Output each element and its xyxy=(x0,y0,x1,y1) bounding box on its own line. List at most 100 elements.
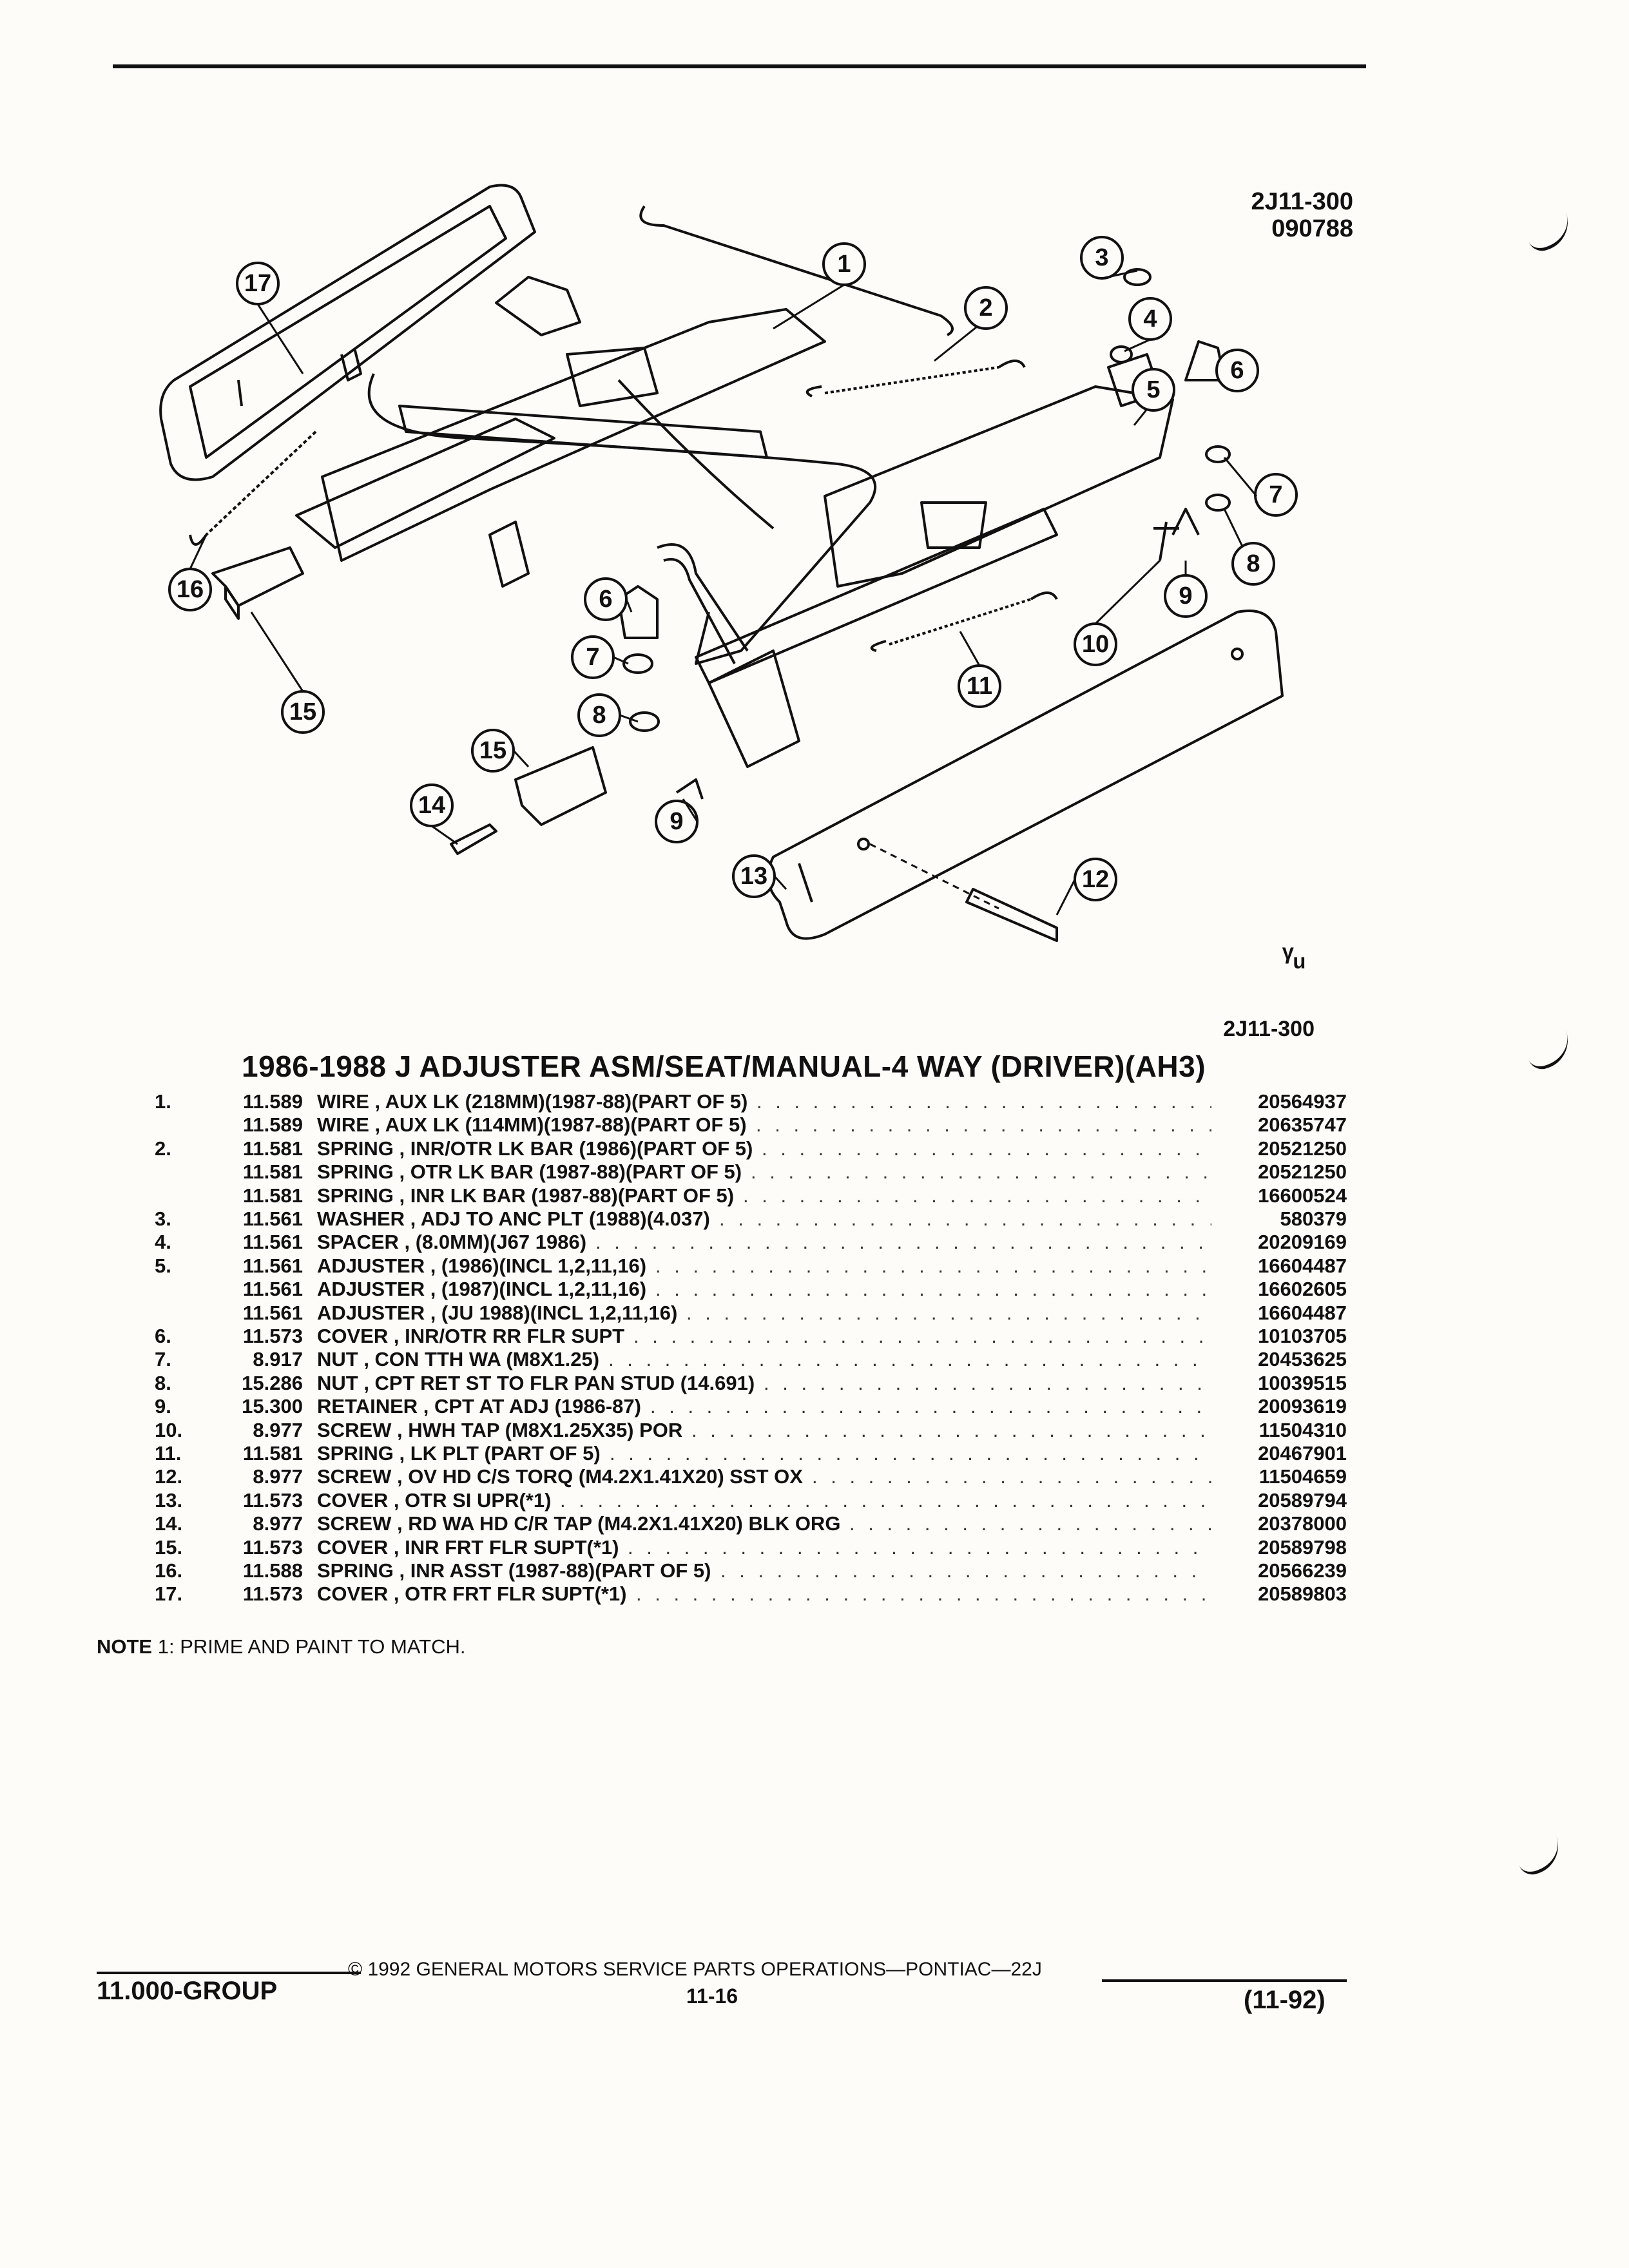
part-number: 20521250 xyxy=(1258,1137,1347,1160)
group-number: 11.573 xyxy=(242,1582,303,1606)
margin-mark xyxy=(1523,1030,1576,1073)
small-hardware-right xyxy=(1110,268,1231,561)
part-description: ADJUSTER , (1987)(INCL 1,2,11,16) xyxy=(317,1278,647,1301)
leader-dots: . . . . . . . . . . . . . . . . . . . . … xyxy=(633,1325,1211,1347)
diagram-code: 2J11-300 xyxy=(1251,188,1354,215)
item-number: 13. xyxy=(155,1488,183,1512)
svg-text:8: 8 xyxy=(1246,550,1260,577)
part-1-wire xyxy=(639,205,954,336)
part-description: WIRE , AUX LK (218MM)(1987-88)(PART OF 5… xyxy=(317,1090,748,1113)
svg-text:17: 17 xyxy=(244,270,271,297)
svg-text:7: 7 xyxy=(1269,481,1282,508)
part-number: 16600524 xyxy=(1258,1184,1347,1207)
leader-dots: . . . . . . . . . . . . . . . . . . . . … xyxy=(560,1488,1211,1512)
item-number: 12. xyxy=(155,1465,183,1488)
callout-5: 5 xyxy=(1132,368,1175,412)
group-number: 11.561 xyxy=(242,1278,303,1301)
leader-dots: . . . . . . . . . . . . . . . . . . . . … xyxy=(849,1512,1211,1535)
part-description: SPRING , LK PLT (PART OF 5) xyxy=(317,1442,601,1465)
part-number: 20635747 xyxy=(1258,1113,1347,1137)
part-number: 20467901 xyxy=(1258,1442,1347,1465)
part-14-screw xyxy=(450,823,497,855)
leader-dots: . . . . . . . . . . . . . . . . . . . . … xyxy=(655,1254,1211,1277)
callout-7: 7 xyxy=(1254,473,1298,517)
leader-dots: . . . . . . . . . . . . . . . . . . . . … xyxy=(686,1301,1211,1324)
item-number: 6. xyxy=(155,1325,171,1347)
callout-9b: 9 xyxy=(655,800,699,843)
footer-group: 11.000-GROUP xyxy=(97,1977,278,2005)
svg-text:14: 14 xyxy=(418,792,445,819)
note-label: NOTE xyxy=(97,1635,153,1658)
part-description: SPRING , INR LK BAR (1987-88)(PART OF 5) xyxy=(317,1184,735,1207)
callout-8: 8 xyxy=(1231,542,1275,586)
item-number: 15. xyxy=(155,1535,183,1559)
part-number: 16602605 xyxy=(1258,1278,1347,1301)
part-number: 580379 xyxy=(1280,1207,1347,1230)
svg-text:6: 6 xyxy=(599,586,612,613)
leader-dots: . . . . . . . . . . . . . . . . . . . . … xyxy=(756,1113,1211,1137)
group-number: 11.588 xyxy=(242,1559,303,1582)
item-number: 1. xyxy=(155,1090,171,1113)
callout-9: 9 xyxy=(1164,574,1208,618)
part-number: 10103705 xyxy=(1258,1325,1347,1347)
svg-text:15: 15 xyxy=(479,737,506,764)
leader-dots: . . . . . . . . . . . . . . . . . . . . … xyxy=(636,1582,1211,1606)
item-number: 10. xyxy=(155,1418,183,1441)
item-number: 4. xyxy=(155,1231,171,1254)
part-description: COVER , INR FRT FLR SUPT(*1) xyxy=(317,1535,619,1559)
note-text: PRIME AND PAINT TO MATCH. xyxy=(180,1635,466,1658)
part-17-cover xyxy=(159,184,536,481)
item-number: 2. xyxy=(155,1137,171,1160)
parts-list-row: 17. 11.573 COVER , OTR FRT FLR SUPT(*1) 205… xyxy=(0,1582,1629,1606)
callout-6: 6 xyxy=(1215,349,1259,392)
parts-list-row: 11.581 SPRING , OTR LK BAR (1987-88)(PART… xyxy=(0,1160,1629,1184)
note-number: 1: xyxy=(157,1635,175,1658)
catalog-mark: ᵞᵤ xyxy=(1282,939,1305,974)
group-number: 11.581 xyxy=(242,1160,303,1184)
part-number: 20453625 xyxy=(1258,1348,1347,1371)
svg-text:16: 16 xyxy=(177,576,204,603)
group-number: 11.573 xyxy=(242,1325,303,1347)
callout-15: 15 xyxy=(281,690,325,734)
part-number: 16604487 xyxy=(1258,1301,1347,1324)
item-number: 17. xyxy=(155,1582,183,1606)
leader-dots: . . . . . . . . . . . . . . . . . . . . … xyxy=(610,1442,1211,1465)
item-number: 8. xyxy=(155,1371,171,1394)
svg-text:15: 15 xyxy=(289,698,316,726)
part-description: COVER , OTR FRT FLR SUPT(*1) xyxy=(317,1582,627,1606)
part-16-spring xyxy=(189,430,317,546)
leader-dots: . . . . . . . . . . . . . . . . . . . . … xyxy=(719,1207,1211,1230)
callout-13: 13 xyxy=(732,854,776,898)
part-description: COVER , OTR SI UPR(*1) xyxy=(317,1488,552,1512)
part-description: SPRING , OTR LK BAR (1987-88)(PART OF 5) xyxy=(317,1160,742,1184)
callout-3: 3 xyxy=(1080,236,1124,280)
top-rule xyxy=(113,64,1366,68)
group-number: 11.561 xyxy=(242,1231,303,1254)
part-number: 10039515 xyxy=(1258,1371,1347,1394)
group-number: 15.286 xyxy=(242,1371,303,1394)
leader-dots: . . . . . . . . . . . . . . . . . . . . … xyxy=(595,1231,1211,1254)
part-number: 20209169 xyxy=(1258,1231,1347,1254)
part-number: 11504310 xyxy=(1258,1418,1347,1441)
part-description: WASHER , ADJ TO ANC PLT (1988)(4.037) xyxy=(317,1207,710,1230)
leader-dots: . . . . . . . . . . . . . . . . . . . . … xyxy=(655,1278,1211,1301)
leader-dots: . . . . . . . . . . . . . . . . . . . . … xyxy=(608,1348,1211,1371)
part-description: ADJUSTER , (1986)(INCL 1,2,11,16) xyxy=(317,1254,647,1277)
group-number: 15.300 xyxy=(242,1395,303,1418)
footer-copyright: © 1992 GENERAL MOTORS SERVICE PARTS OPER… xyxy=(348,1959,1042,1980)
group-number: 11.589 xyxy=(242,1090,303,1113)
part-number: 20589803 xyxy=(1258,1582,1347,1606)
callout-8b: 8 xyxy=(577,693,621,737)
item-number: 14. xyxy=(155,1512,183,1535)
leader-dots: . . . . . . . . . . . . . . . . . . . . … xyxy=(762,1137,1211,1160)
leader-dots: . . . . . . . . . . . . . . . . . . . . … xyxy=(720,1559,1211,1582)
part-number: 20566239 xyxy=(1258,1559,1347,1582)
callout-12: 12 xyxy=(1074,858,1117,901)
